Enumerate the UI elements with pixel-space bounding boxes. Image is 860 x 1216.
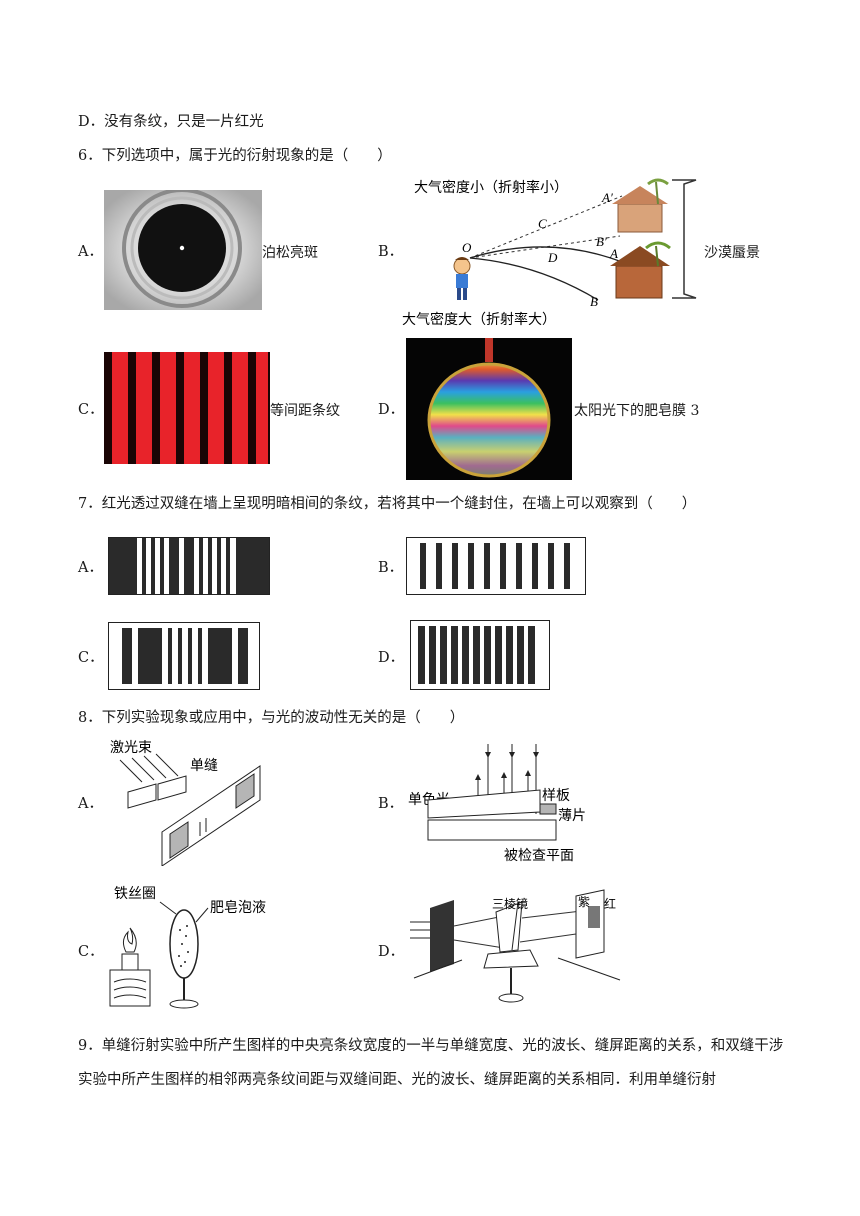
q7-option-a-letter: A． [78, 560, 103, 576]
q8-stem: 8．下列实验现象或应用中，与光的波动性无关的是（ ） [78, 710, 465, 726]
violet-label: 紫 [578, 895, 590, 909]
wire-ring-label: 铁丝圈 [114, 885, 156, 901]
mirage-bottom-label: 大气密度大（折射率大） [402, 311, 556, 327]
soap-solution-label: 肥皂泡液 [210, 899, 266, 915]
mirage-point-c: C [538, 216, 547, 231]
desert-mirage-diagram: 大气密度小（折射率小） 大气密度大（折射率大） O C A′ B′ D A B [398, 174, 702, 330]
prev-option-d: D．没有条纹，只是一片红光 [78, 114, 264, 130]
q8-option-a-letter: A． [78, 796, 103, 812]
q6-option-d-caption: 太阳光下的肥皂膜 3 [574, 403, 700, 419]
q7-stem: 7．红光透过双缝在墙上呈现明暗相间的条纹，若将其中一个缝封住，在墙上可以观察到（… [78, 496, 697, 512]
mirage-point-b-prime: B′ [596, 234, 607, 249]
mirage-point-d: D [547, 250, 558, 265]
q8-option-c-letter: C． [78, 944, 104, 960]
inspected-surface-label: 被检查平面 [504, 847, 574, 863]
prism-dispersion-diagram: 三棱镜 紫 红 [408, 888, 630, 1008]
mirage-point-a: A [609, 246, 618, 261]
soap-film-wire-ring-diagram: 铁丝圈 肥皂泡液 [100, 882, 280, 1014]
q6-option-b-letter: B． [378, 244, 404, 260]
thin-film-flatness-test-diagram: 单色光 样板 薄片 被检查平面 [408, 740, 604, 868]
q6-option-b-caption: 沙漠蜃景 [704, 245, 760, 261]
q7-option-c-letter: C． [78, 650, 104, 666]
soap-film-image [406, 338, 572, 480]
q6-option-d-letter: D． [378, 402, 405, 418]
q7-fringe-pattern-b [406, 537, 586, 595]
q6-option-c-caption: 等间距条纹 [270, 403, 340, 419]
q7-option-b-letter: B． [378, 560, 404, 576]
q6-option-c-letter: C． [78, 402, 104, 418]
q7-fringe-pattern-c [108, 622, 260, 690]
mirage-top-label: 大气密度小（折射率小） [414, 179, 568, 195]
q8-option-b-letter: B． [378, 796, 404, 812]
q6-stem: 6．下列选项中，属于光的衍射现象的是（ ） [78, 148, 392, 164]
q6-option-a-letter: A． [78, 244, 103, 260]
thin-sheet-label: 薄片 [558, 807, 586, 823]
red-label: 红 [604, 896, 616, 911]
q7-fringe-pattern-d [410, 620, 550, 690]
q7-fringe-pattern-a [108, 537, 270, 595]
single-slit-laser-diagram: 激光束 单缝 [110, 736, 270, 867]
mirage-point-a-prime: A′ [601, 190, 613, 205]
prism-label: 三棱镜 [492, 896, 528, 911]
q8-option-d-letter: D． [378, 944, 405, 960]
q9-text: 9．单缝衍射实验中所产生图样的中央亮条纹宽度的一半与单缝宽度、光的波长、缝屏距离… [78, 1038, 784, 1088]
laser-beam-label: 激光束 [110, 739, 152, 755]
poisson-spot-image [104, 188, 262, 310]
single-slit-label: 单缝 [190, 757, 218, 773]
q7-option-d-letter: D． [378, 650, 405, 666]
template-plate-label: 样板 [542, 787, 570, 803]
q6-option-a-caption: 泊松亮斑 [262, 245, 318, 261]
mirage-point-b: B [590, 294, 598, 309]
equal-spacing-fringes-image [104, 352, 270, 464]
mirage-point-o: O [462, 240, 472, 255]
